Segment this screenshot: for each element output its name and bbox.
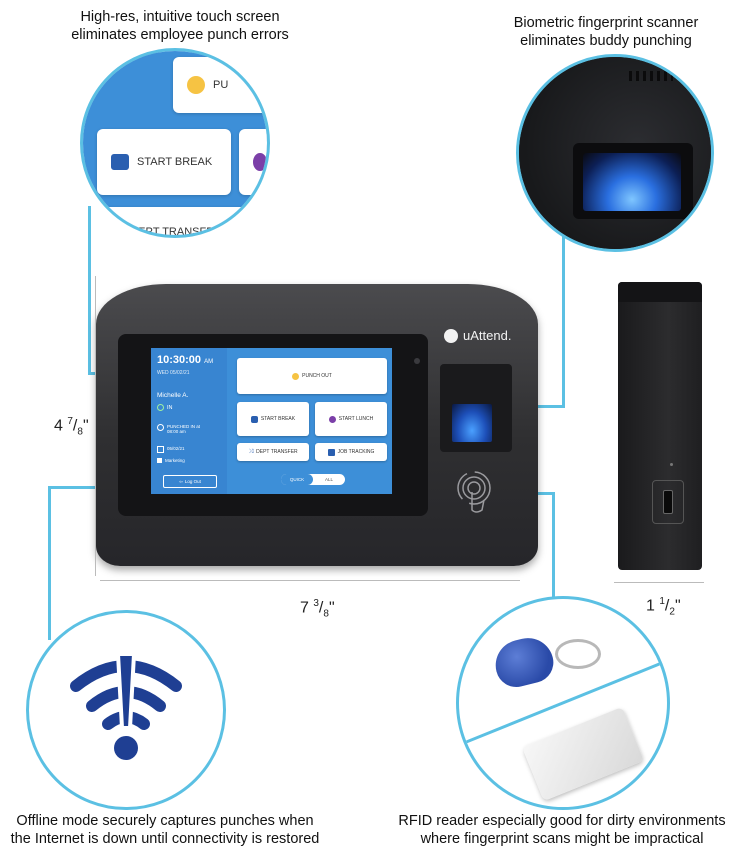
- briefcase-icon: [327, 448, 335, 456]
- toggle-quick[interactable]: QUICK: [281, 474, 313, 485]
- wifi-alert-icon: [70, 652, 182, 760]
- camera-dot: [414, 358, 420, 364]
- zoom-tile-start-break: START BREAK: [97, 129, 231, 195]
- brand-icon: [444, 328, 458, 343]
- caption-fingerprint: Biometric fingerprint scanner eliminates…: [513, 15, 699, 49]
- lunch-icon: [253, 153, 267, 171]
- brand-logo: uAttend.: [444, 328, 511, 343]
- lunch-icon: [328, 415, 336, 423]
- touch-screen: 10:30:00 AM WED 05/02/21 Michelle A. IN …: [151, 348, 392, 494]
- screen-time: 10:30:00: [157, 354, 202, 366]
- rfid-keyfob-icon: [490, 632, 558, 692]
- speaker-grill: [629, 71, 673, 81]
- status-dot-icon: [157, 404, 164, 411]
- calendar-icon: [157, 446, 164, 453]
- key-ring-icon: [555, 639, 601, 669]
- caption-touch-screen: High-res, intuitive touch screen elimina…: [71, 9, 289, 43]
- screen-date: WED 05/02/21: [157, 370, 190, 376]
- screen-sidebar: 10:30:00 AM WED 05/02/21 Michelle A. IN …: [151, 348, 227, 494]
- punch-out-button[interactable]: PUNCH OUT: [237, 358, 387, 394]
- usb-port-slot: [663, 490, 673, 514]
- clock-icon: [187, 76, 205, 94]
- punched-in-label: PUNCHED IN at: [167, 424, 201, 429]
- connector-fingerprint: [562, 236, 565, 408]
- depth-dimension-line: [614, 582, 704, 583]
- start-lunch-button[interactable]: START LUNCH: [315, 402, 387, 436]
- zoom-tile-dept-transfer: ⤨ DEPT TRANSFER: [97, 207, 257, 238]
- zoom-rfid: [456, 596, 670, 810]
- building-icon: [157, 458, 162, 463]
- side-led: [670, 463, 673, 466]
- zoom-offline-mode: [26, 610, 226, 810]
- screen-user: Michelle A.: [157, 392, 189, 399]
- rfid-card-icon: [522, 706, 644, 802]
- rfid-reader-icon: [454, 470, 494, 521]
- punched-in-time: 08:00 am: [167, 429, 186, 434]
- screen-status: IN: [167, 404, 173, 411]
- zoom-touch-screen: PU START BREAK ⤨ DEPT TRANSFER: [80, 48, 270, 238]
- clock-small-icon: [157, 424, 164, 431]
- connector-offline: [48, 488, 51, 640]
- punch-date: 05/02/21: [167, 446, 185, 451]
- height-dimension-line: [95, 276, 96, 576]
- zoom-tile-punch: PU: [173, 57, 267, 113]
- fingerprint-sensor-glow: [583, 153, 681, 211]
- coffee-icon: [250, 415, 258, 423]
- usb-port-icon: [652, 480, 684, 524]
- shuffle-icon: ⤨: [111, 223, 123, 238]
- width-dimension-label: 7 3/8": [300, 598, 335, 620]
- caption-rfid: RFID reader especially good for dirty en…: [398, 813, 726, 847]
- zoom-tile-lunch-partial: [239, 129, 267, 195]
- connector-rfid: [552, 492, 555, 600]
- logout-icon: ⇦: [179, 478, 183, 484]
- device-side-view: [618, 282, 702, 570]
- side-top-cap: [618, 282, 702, 302]
- start-break-button[interactable]: START BREAK: [237, 402, 309, 436]
- fingerprint-window: [452, 404, 492, 442]
- department-label: Marketing: [165, 458, 185, 463]
- caption-offline: Offline mode securely captures punches w…: [10, 813, 320, 847]
- height-dimension-label: 4 7/8": [54, 416, 89, 438]
- dept-transfer-button[interactable]: ⤨ DEPT TRANSFER: [237, 443, 309, 461]
- job-tracking-button[interactable]: JOB TRACKING: [315, 443, 387, 461]
- mode-toggle[interactable]: QUICK ALL: [281, 474, 345, 485]
- clock-icon: [292, 372, 300, 380]
- shuffle-icon: ⤨: [248, 448, 254, 455]
- screen-ampm: AM: [204, 359, 214, 365]
- connector-touch: [88, 206, 91, 374]
- logout-button[interactable]: ⇦ Log Out: [163, 475, 217, 488]
- toggle-all[interactable]: ALL: [324, 477, 333, 482]
- width-dimension-line: [100, 580, 520, 581]
- coffee-icon: [111, 154, 129, 170]
- connector-offline-h: [48, 486, 108, 489]
- zoom-fingerprint: [516, 54, 714, 252]
- depth-dimension-label: 1 1/2": [646, 596, 681, 618]
